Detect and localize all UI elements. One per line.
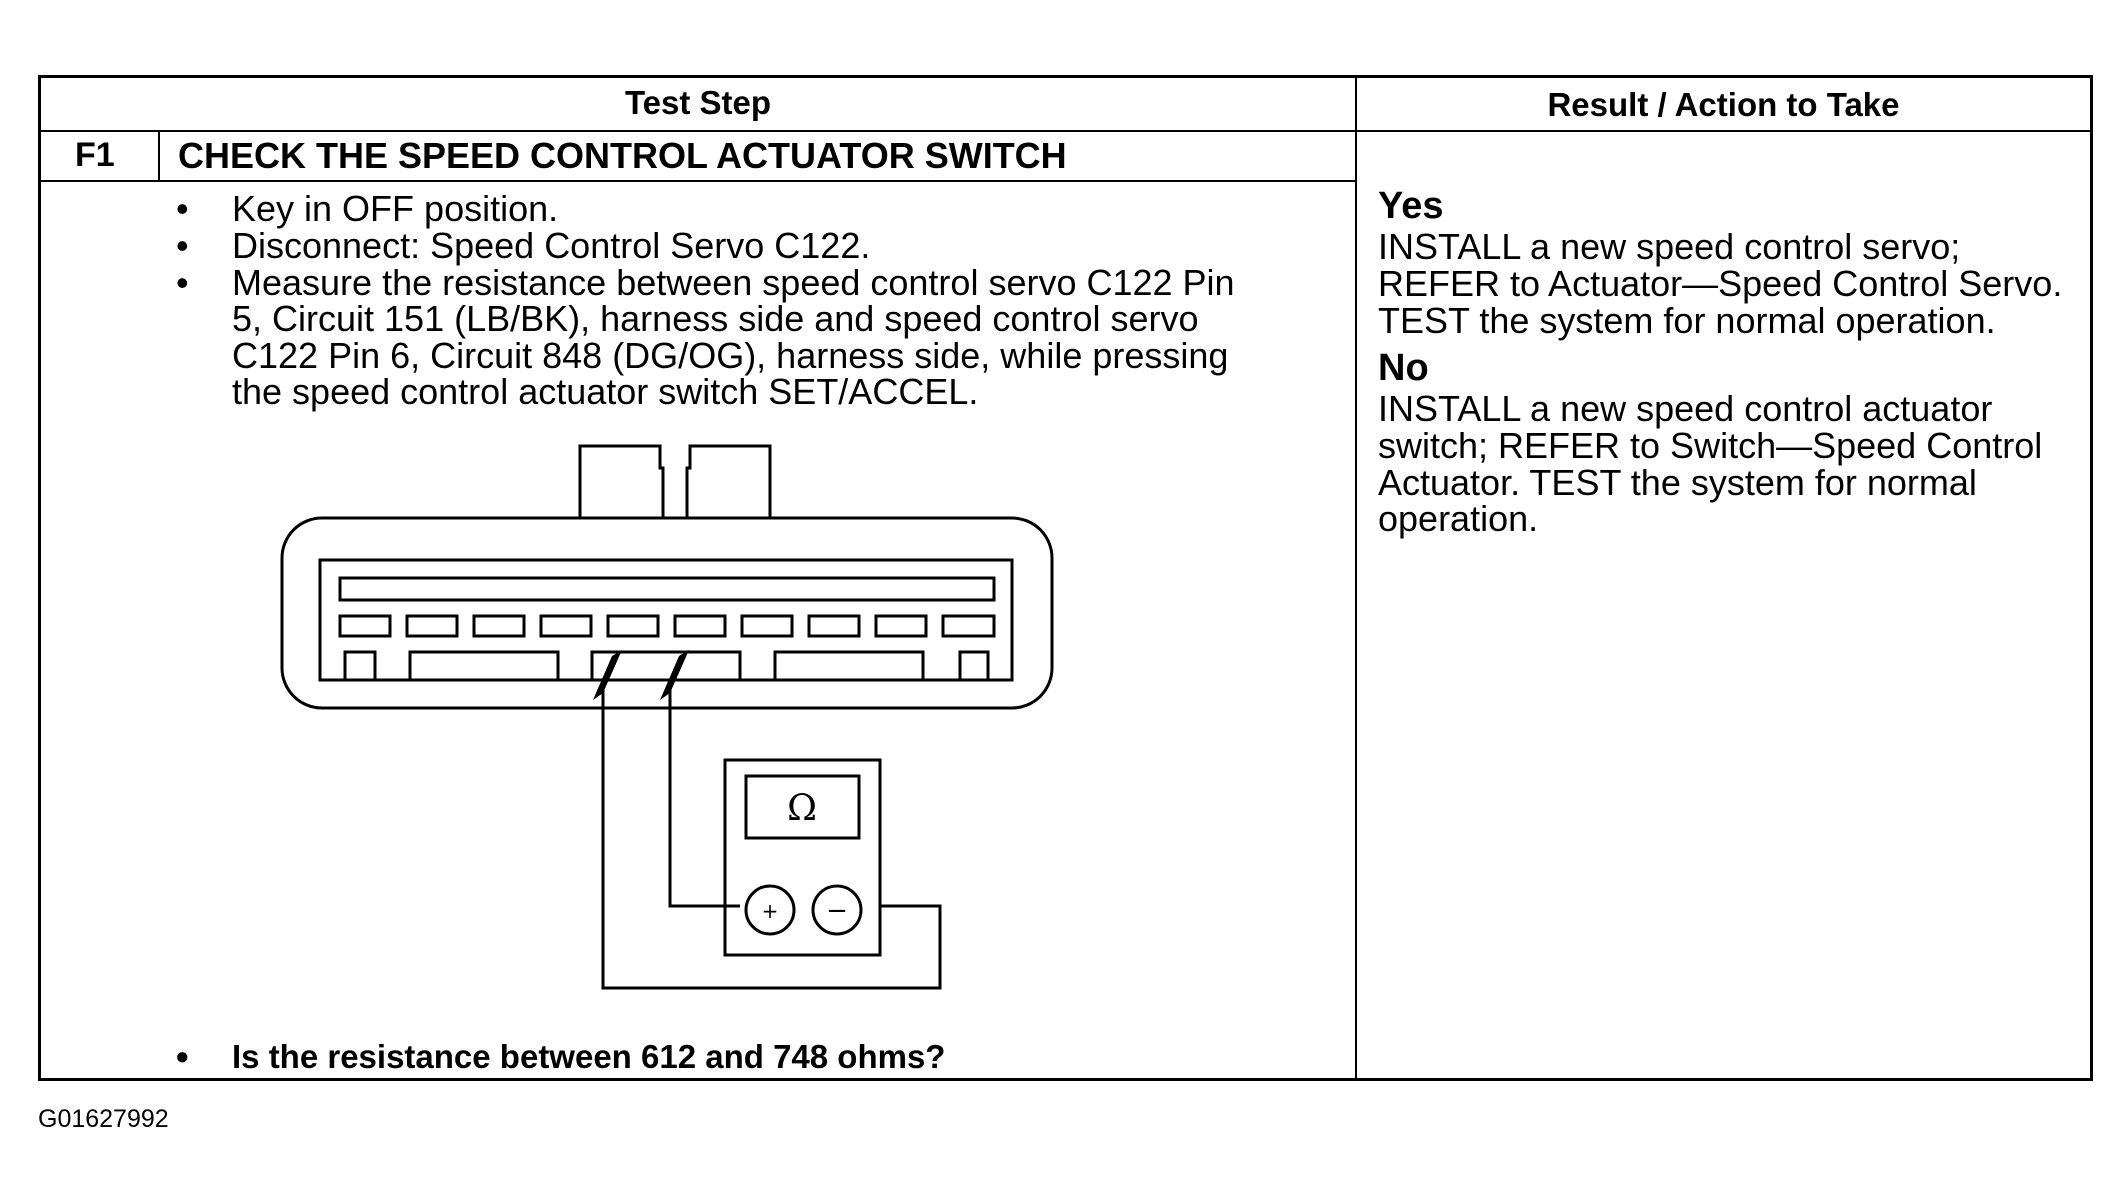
instruction-3-line-1: Measure the resistance between speed con… <box>232 262 1235 303</box>
figure-id: G01627992 <box>38 1105 169 1133</box>
ohmmeter-plus-terminal <box>744 884 796 936</box>
instruction-3-line-3: C122 Pin 6, Circuit 848 (DG/OG), harness… <box>232 335 1229 376</box>
step-id-divider <box>158 130 160 181</box>
table-border-right <box>2090 75 2093 1081</box>
minus-symbol: − <box>826 896 848 926</box>
result-no-line-4: operation. <box>1378 498 1539 539</box>
bullet-2: • <box>176 225 189 266</box>
question: Is the resistance between 612 and 748 oh… <box>232 1038 946 1075</box>
connector-tab-right <box>685 444 772 518</box>
result-no-line-3: Actuator. TEST the system for normal <box>1378 462 1977 503</box>
result-yes-line-1: INSTALL a new speed control servo; <box>1378 226 1961 267</box>
step-title-rule <box>38 180 1357 182</box>
pin-cavities <box>338 614 996 638</box>
result-no-line-1: INSTALL a new speed control actuator <box>1378 388 1993 429</box>
result-yes-line-3: TEST the system for normal operation. <box>1378 300 1996 341</box>
header-rule <box>38 130 2093 132</box>
result-no-label: No <box>1378 347 1429 389</box>
test-lead-right <box>668 690 740 908</box>
table-border-left <box>38 75 41 1081</box>
connector-body <box>280 516 1054 710</box>
probe-tip-left <box>593 650 622 700</box>
ohm-symbol: Ω <box>787 788 817 829</box>
connector-lower-slots <box>343 650 990 680</box>
connector-face <box>318 558 1014 682</box>
instruction-3-line-2: 5, Circuit 151 (LB/BK), harness side and… <box>232 298 1199 339</box>
bullet-3: • <box>176 262 189 303</box>
test-lead-left <box>601 690 942 990</box>
header-test-step: Test Step <box>624 84 772 121</box>
connector-ohmmeter-diagram: Ω + − <box>280 444 1054 990</box>
instruction-1: Key in OFF position. <box>232 188 559 229</box>
result-yes-label: Yes <box>1378 185 1444 227</box>
bullet-question: • <box>176 1036 189 1077</box>
connector-tab-left <box>578 444 665 518</box>
header-result-action: Result / Action to Take <box>1547 86 1900 123</box>
ohmmeter-minus-terminal <box>811 884 863 936</box>
step-title: CHECK THE SPEED CONTROL ACTUATOR SWITCH <box>178 135 1067 176</box>
ohmmeter-display <box>744 774 861 840</box>
table-border-bottom <box>38 1078 2093 1081</box>
result-no-line-2: switch; REFER to Switch—Speed Control <box>1378 425 2043 466</box>
plus-symbol: + <box>762 899 779 923</box>
result-yes-line-2: REFER to Actuator—Speed Control Servo. <box>1378 263 2063 304</box>
bullet-1: • <box>176 188 189 229</box>
column-divider <box>1355 75 1357 1081</box>
instruction-3-line-4: the speed control actuator switch SET/AC… <box>232 371 979 412</box>
connector-top-slot <box>338 576 996 602</box>
instruction-2: Disconnect: Speed Control Servo C122. <box>232 225 871 266</box>
ohmmeter-body <box>723 758 882 957</box>
table-border-top <box>38 75 2093 78</box>
step-id: F1 <box>75 136 115 174</box>
probe-tip-right <box>660 650 689 700</box>
